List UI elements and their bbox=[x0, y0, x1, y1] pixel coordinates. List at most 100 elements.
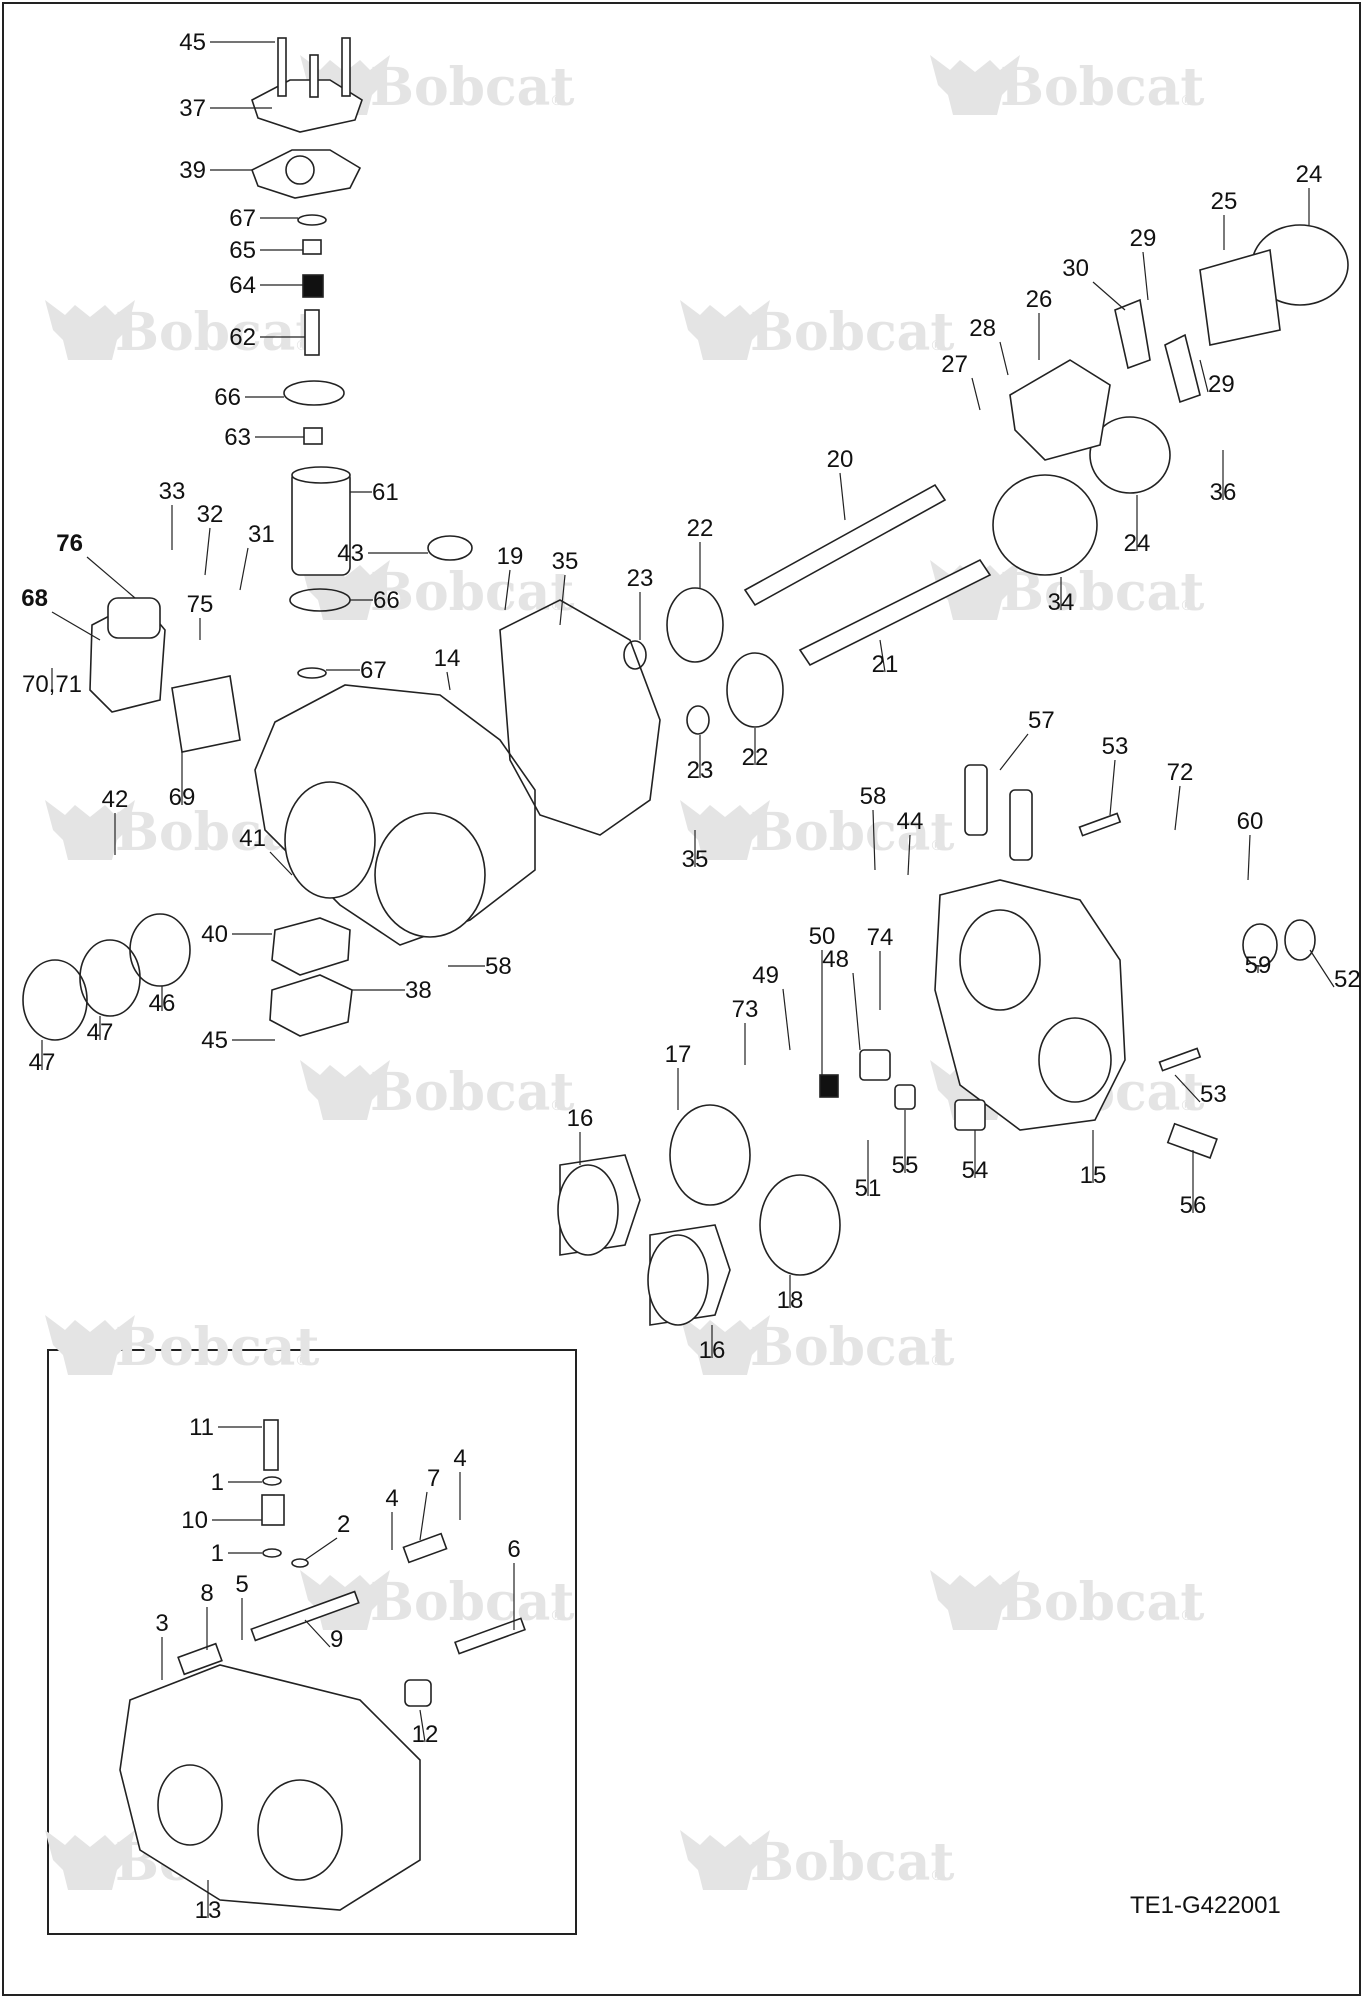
callout-c66a: 66 bbox=[214, 384, 241, 411]
callout-c8: 8 bbox=[200, 1580, 213, 1607]
leader-line-c53b bbox=[1174, 1074, 1201, 1103]
watermark-text-15: Bobcat bbox=[750, 1832, 954, 1893]
callout-c22a: 22 bbox=[687, 515, 714, 542]
callout-c12: 12 bbox=[412, 1721, 439, 1748]
callout-c21: 21 bbox=[872, 651, 899, 678]
watermark-logo-13 bbox=[930, 1570, 1020, 1630]
leader-line-c53a bbox=[1109, 759, 1116, 816]
watermark-15: Bobcat® bbox=[680, 1830, 954, 1893]
watermark-reg-8: ® bbox=[550, 1098, 564, 1114]
callout-c44: 44 bbox=[897, 808, 924, 835]
watermark-text-3: Bobcat bbox=[750, 302, 954, 363]
callout-c29b: 29 bbox=[1208, 371, 1235, 398]
callout-c69: 69 bbox=[169, 784, 196, 811]
leader-line-c68 bbox=[51, 611, 101, 641]
leader-line-c9 bbox=[304, 1619, 331, 1648]
bolt-11 bbox=[263, 1419, 279, 1471]
swash-25 bbox=[1199, 248, 1281, 346]
watermark-reg-5: ® bbox=[1180, 598, 1194, 614]
callout-c38: 38 bbox=[405, 977, 432, 1004]
callout-c46: 46 bbox=[149, 990, 176, 1017]
bushing-30 bbox=[1114, 298, 1151, 370]
watermark-reg-3: ® bbox=[930, 338, 944, 354]
endcap-15 bbox=[934, 879, 1126, 1131]
callout-c23a: 23 bbox=[627, 565, 654, 592]
watermark-2: Bobcat® bbox=[45, 300, 319, 363]
callout-c16b: 16 bbox=[699, 1337, 726, 1364]
leader-line-c57 bbox=[999, 733, 1029, 771]
ring-47b bbox=[79, 939, 141, 1017]
spring-64 bbox=[302, 274, 324, 298]
bushing-29 bbox=[1164, 333, 1201, 404]
watermark-reg-7: ® bbox=[930, 838, 944, 854]
leader-line-c7 bbox=[419, 1491, 428, 1541]
shaft-20 bbox=[743, 483, 947, 607]
bolt-53a bbox=[1078, 812, 1122, 837]
watermark-text-11: Bobcat bbox=[750, 1317, 954, 1378]
callout-c36: 36 bbox=[1210, 479, 1237, 506]
plug-65 bbox=[302, 239, 322, 255]
watermark-text-8: Bobcat bbox=[370, 1062, 574, 1123]
callout-c47b: 47 bbox=[87, 1019, 114, 1046]
leader-line-c32 bbox=[204, 527, 211, 576]
parts-layer bbox=[22, 37, 1349, 1911]
leader-line-c72 bbox=[1174, 785, 1181, 831]
gasket-69 bbox=[171, 675, 241, 753]
callout-c32: 32 bbox=[197, 501, 224, 528]
watermark-reg-11: ® bbox=[930, 1353, 944, 1369]
watermark-13: Bobcat® bbox=[930, 1570, 1204, 1633]
watermark-text-1: Bobcat bbox=[1000, 57, 1204, 118]
gasket-19 bbox=[499, 599, 661, 836]
callout-c67b: 67 bbox=[360, 657, 387, 684]
callout-c15: 15 bbox=[1080, 1162, 1107, 1189]
oring-1a bbox=[262, 1476, 282, 1486]
plate-24b bbox=[1089, 416, 1171, 494]
leader-line-c48 bbox=[852, 972, 861, 1051]
watermark-logo-15 bbox=[680, 1830, 770, 1890]
bolt-45c bbox=[341, 37, 351, 97]
callout-c67a: 67 bbox=[229, 205, 256, 232]
watermark-logo-2 bbox=[45, 300, 135, 360]
valve-7 bbox=[402, 1532, 448, 1564]
watermark-logo-11 bbox=[680, 1315, 770, 1375]
leader-line-c21 bbox=[879, 639, 886, 673]
callout-c57: 57 bbox=[1028, 707, 1055, 734]
callout-c72: 72 bbox=[1167, 759, 1194, 786]
plate-17 bbox=[669, 1104, 751, 1206]
bolt-53b bbox=[1158, 1047, 1202, 1072]
leader-line-c2 bbox=[304, 1537, 338, 1561]
leader-line-c30 bbox=[1092, 281, 1126, 311]
watermark-reg-0: ® bbox=[550, 93, 564, 109]
leader-line-c49 bbox=[782, 988, 791, 1051]
callout-c14: 14 bbox=[434, 645, 461, 672]
callout-c49: 49 bbox=[752, 962, 779, 989]
callout-c58b: 58 bbox=[860, 783, 887, 810]
callout-c30: 30 bbox=[1062, 255, 1089, 282]
callout-c31: 31 bbox=[248, 521, 275, 548]
leader-line-c31 bbox=[239, 547, 249, 591]
leader-line-c28 bbox=[999, 341, 1009, 376]
callout-c75: 75 bbox=[187, 591, 214, 618]
bearing-34 bbox=[992, 474, 1098, 576]
bearing-54 bbox=[954, 1099, 986, 1131]
callout-c74: 74 bbox=[867, 924, 894, 951]
callout-c25: 25 bbox=[1211, 188, 1238, 215]
callout-c7: 7 bbox=[427, 1465, 440, 1492]
leader-line-c76 bbox=[86, 556, 136, 599]
callout-c56: 56 bbox=[1180, 1192, 1207, 1219]
callout-c7071: 70,71 bbox=[22, 671, 82, 698]
callout-c73: 73 bbox=[732, 996, 759, 1023]
callout-c28: 28 bbox=[969, 315, 996, 342]
bolt-6 bbox=[454, 1617, 526, 1655]
leader-line-c19 bbox=[504, 569, 511, 611]
spool-62 bbox=[304, 309, 320, 356]
leader-line-c60 bbox=[1247, 834, 1251, 881]
callout-c41: 41 bbox=[239, 825, 266, 852]
watermark-text-12: Bobcat bbox=[370, 1572, 574, 1633]
assembly-13 bbox=[119, 1664, 421, 1911]
watermark-12: Bobcat® bbox=[300, 1570, 574, 1633]
bearing-48 bbox=[859, 1049, 891, 1081]
callout-labels: 4537396765646266636143666733323176756870… bbox=[21, 29, 1360, 1924]
callout-c66b: 66 bbox=[373, 587, 400, 614]
watermark-text-13: Bobcat bbox=[1000, 1572, 1204, 1633]
